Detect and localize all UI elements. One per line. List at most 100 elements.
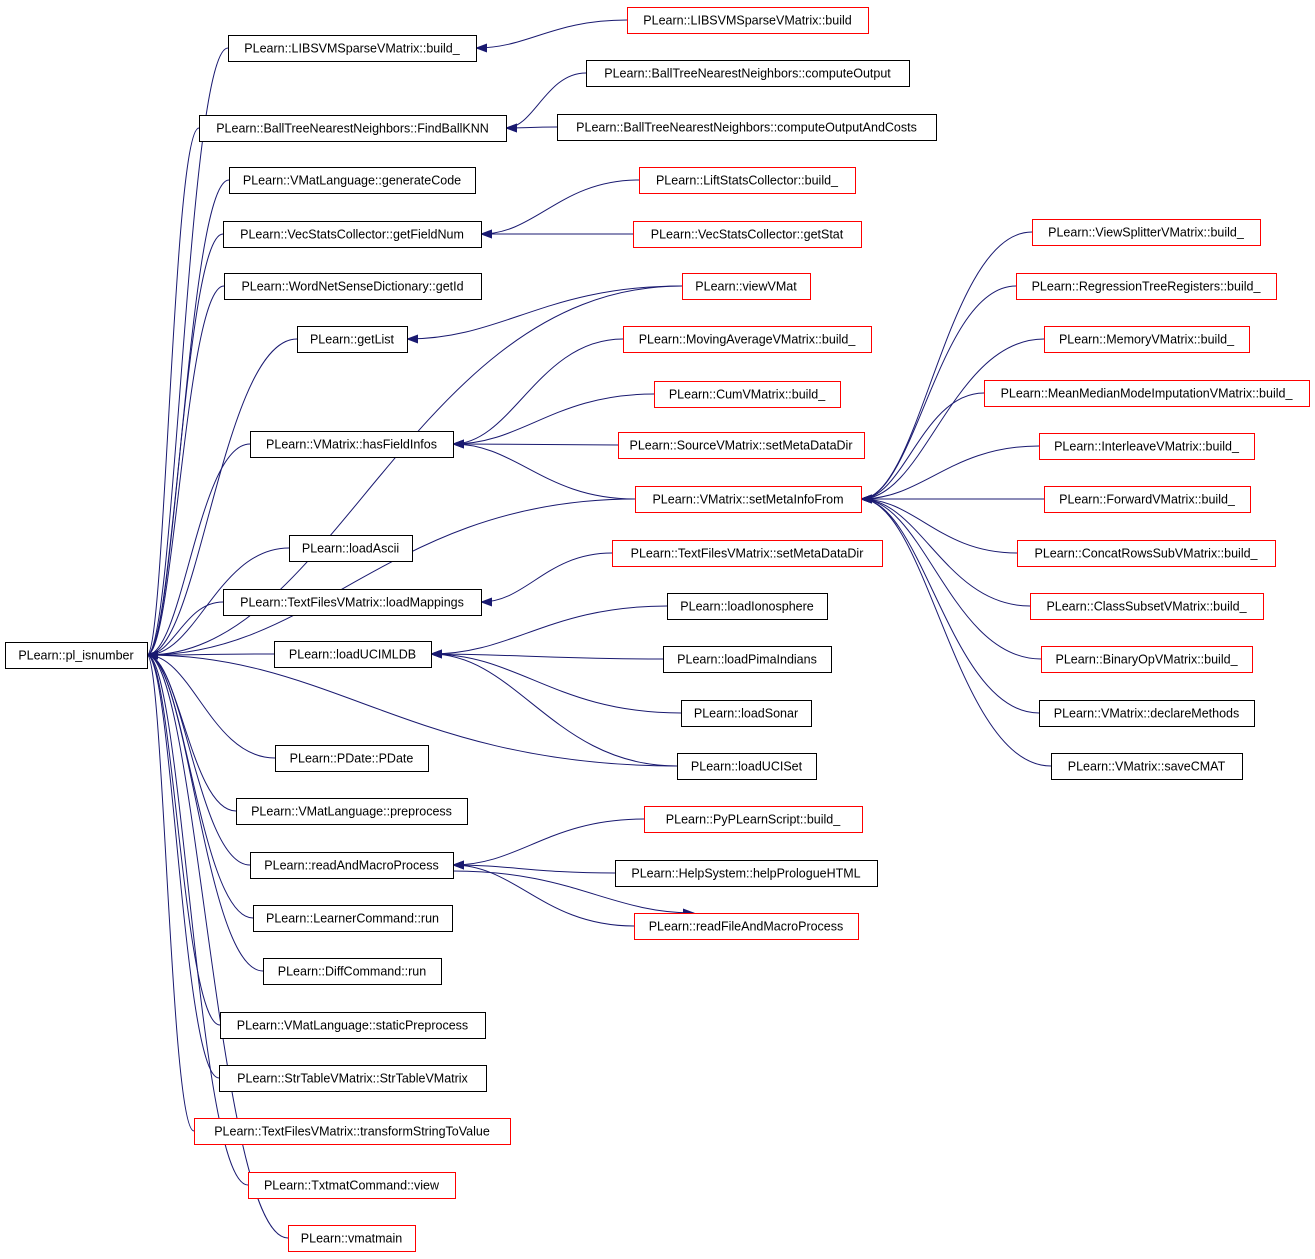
node-label: PLearn::LIBSVMSparseVMatrix::build <box>643 14 851 28</box>
node-helpsystem-helpprologuehtml[interactable]: PLearn::HelpSystem::helpPrologueHTML <box>615 860 878 887</box>
node-label: PLearn::BallTreeNearestNeighbors::FindBa… <box>216 122 489 136</box>
node-movingaveragevmatrix-build[interactable]: PLearn::MovingAverageVMatrix::build_ <box>623 326 872 353</box>
node-box <box>224 273 482 300</box>
node-vmatrix-declaremethods[interactable]: PLearn::VMatrix::declareMethods <box>1039 700 1255 727</box>
node-label: PLearn::BallTreeNearestNeighbors::comput… <box>604 67 891 81</box>
node-readandmacroprocess[interactable]: PLearn::readAndMacroProcess <box>250 852 454 879</box>
node-box <box>1030 593 1264 620</box>
node-box <box>586 60 910 87</box>
node-label: PLearn::BinaryOpVMatrix::build_ <box>1055 653 1238 667</box>
edge-n28-to-n31 <box>452 870 695 918</box>
node-vmatrix-setmetainfofrom[interactable]: PLearn::VMatrix::setMetaInfoFrom <box>635 486 862 513</box>
node-liftstatscollector-build[interactable]: PLearn::LiftStatsCollector::build_ <box>639 167 856 194</box>
node-box <box>248 1172 456 1199</box>
node-box <box>1016 273 1277 300</box>
node-viewvmat[interactable]: PLearn::viewVMat <box>682 273 811 300</box>
node-label: PLearn::loadUCIMLDB <box>289 648 416 662</box>
node-loadsonar[interactable]: PLearn::loadSonar <box>681 700 812 727</box>
node-label: PLearn::DiffCommand::run <box>278 965 426 979</box>
node-loadionosphere[interactable]: PLearn::loadIonosphere <box>667 593 828 620</box>
node-vecstatscollector-getstat[interactable]: PLearn::VecStatsCollector::getStat <box>633 221 862 248</box>
edge-n14-to-n15 <box>452 393 655 449</box>
node-label: PLearn::CumVMatrix::build_ <box>669 388 826 402</box>
edge-n37-to-n0 <box>146 650 249 1186</box>
node-diffcommand-run[interactable]: PLearn::DiffCommand::run <box>263 958 442 985</box>
node-pdate-pdate[interactable]: PLearn::PDate::PDate <box>275 745 429 772</box>
node-getlist[interactable]: PLearn::getList <box>297 326 408 353</box>
node-forwardvmatrix-build[interactable]: PLearn::ForwardVMatrix::build_ <box>1044 486 1251 513</box>
node-interleavevmatrix-build[interactable]: PLearn::InterleaveVMatrix::build_ <box>1039 433 1255 460</box>
node-box <box>228 35 477 62</box>
node-label: PLearn::VecStatsCollector::getFieldNum <box>240 228 464 242</box>
edge-n29-to-n28 <box>452 818 645 870</box>
node-box <box>644 806 863 833</box>
node-label: PLearn::ForwardVMatrix::build_ <box>1059 493 1236 507</box>
node-meanmedianmodeimputationvmatrix-build[interactable]: PLearn::MeanMedianModeImputationVMatrix:… <box>984 380 1310 407</box>
node-pl-isnumber[interactable]: PLearn::pl_isnumber <box>5 642 148 669</box>
node-vecstatscollector-getfieldnum[interactable]: PLearn::VecStatsCollector::getFieldNum <box>223 221 482 248</box>
node-vmatmain[interactable]: PLearn::vmatmain <box>288 1225 416 1252</box>
node-pyplearnscript-build[interactable]: PLearn::PyPLearnScript::build_ <box>644 806 863 833</box>
edge-n36-to-n0 <box>146 650 195 1132</box>
node-vmatrix-hasfieldinfos[interactable]: PLearn::VMatrix::hasFieldInfos <box>250 431 454 458</box>
node-memoryvmatrix-build[interactable]: PLearn::MemoryVMatrix::build_ <box>1044 326 1250 353</box>
node-loaducimldb[interactable]: PLearn::loadUCIMLDB <box>274 641 432 668</box>
node-textfilesvmatrix-setmetadatadir[interactable]: PLearn::TextFilesVMatrix::setMetaDataDir <box>612 540 883 567</box>
node-label: PLearn::VMatLanguage::staticPreprocess <box>237 1019 468 1033</box>
node-label: PLearn::TextFilesVMatrix::setMetaDataDir <box>631 547 864 561</box>
edge-n1-to-n0 <box>146 47 229 660</box>
node-libsvmsparsevmatrix-build[interactable]: PLearn::LIBSVMSparseVMatrix::build <box>627 7 869 34</box>
edge-n39-to-n17 <box>860 231 1033 504</box>
node-balltreenearestneighbors-computeoutput[interactable]: PLearn::BallTreeNearestNeighbors::comput… <box>586 60 910 87</box>
node-cumvmatrix-build[interactable]: PLearn::CumVMatrix::build_ <box>654 381 841 408</box>
edge-n12-to-n0 <box>146 285 683 660</box>
node-vmatrix-savecmat[interactable]: PLearn::VMatrix::saveCMAT <box>1051 753 1243 780</box>
node-box <box>289 535 413 562</box>
node-label: PLearn::TextFilesVMatrix::loadMappings <box>240 596 464 610</box>
node-label: PLearn::TxtmatCommand::view <box>264 1179 440 1193</box>
node-viewsplittervmatrix-build[interactable]: PLearn::ViewSplitterVMatrix::build_ <box>1032 219 1261 246</box>
node-libsvmsparsevmatrix-build[interactable]: PLearn::LIBSVMSparseVMatrix::build_ <box>228 35 477 62</box>
node-box <box>618 432 865 459</box>
node-box <box>667 593 828 620</box>
node-label: PLearn::VMatrix::hasFieldInfos <box>266 438 437 452</box>
node-classsubsetvmatrix-build[interactable]: PLearn::ClassSubsetVMatrix::build_ <box>1030 593 1264 620</box>
node-concatrowssubvmatrix-build[interactable]: PLearn::ConcatRowsSubVMatrix::build_ <box>1017 540 1276 567</box>
node-label: PLearn::InterleaveVMatrix::build_ <box>1054 440 1240 454</box>
node-textfilesvmatrix-loadmappings[interactable]: PLearn::TextFilesVMatrix::loadMappings <box>223 589 482 616</box>
node-label: PLearn::TextFilesVMatrix::transformStrin… <box>214 1125 490 1139</box>
node-loaduciset[interactable]: PLearn::loadUCISet <box>677 753 817 780</box>
node-txtmatcommand-view[interactable]: PLearn::TxtmatCommand::view <box>248 1172 456 1199</box>
node-vmatlanguage-generatecode[interactable]: PLearn::VMatLanguage::generateCode <box>229 167 476 194</box>
edge-n46-to-n17 <box>860 494 1031 607</box>
node-sourcevmatrix-setmetadatadir[interactable]: PLearn::SourceVMatrix::setMetaDataDir <box>618 432 865 459</box>
node-loadascii[interactable]: PLearn::loadAscii <box>289 535 413 562</box>
node-box <box>1039 700 1255 727</box>
node-box <box>677 753 817 780</box>
node-vmatlanguage-staticpreprocess[interactable]: PLearn::VMatLanguage::staticPreprocess <box>220 1012 486 1039</box>
node-loadpimaindians[interactable]: PLearn::loadPimaIndians <box>663 646 832 673</box>
node-wordnetsensedictionary-getid[interactable]: PLearn::WordNetSenseDictionary::getId <box>224 273 482 300</box>
node-vmatlanguage-preprocess[interactable]: PLearn::VMatLanguage::preprocess <box>236 798 468 825</box>
node-label: PLearn::WordNetSenseDictionary::getId <box>241 280 463 294</box>
node-label: PLearn::RegressionTreeRegisters::build_ <box>1032 280 1262 294</box>
node-label: PLearn::getList <box>310 333 395 347</box>
edges-layer <box>146 19 1052 1239</box>
node-label: PLearn::VecStatsCollector::getStat <box>651 228 844 242</box>
node-box <box>229 167 476 194</box>
node-box <box>1039 433 1255 460</box>
node-label: PLearn::VMatLanguage::preprocess <box>251 805 452 819</box>
node-regressiontreeregisters-build[interactable]: PLearn::RegressionTreeRegisters::build_ <box>1016 273 1277 300</box>
node-textfilesvmatrix-transformstringtovalue[interactable]: PLearn::TextFilesVMatrix::transformStrin… <box>194 1118 511 1145</box>
node-strtablevmatrix-strtablevmatrix[interactable]: PLearn::StrTableVMatrix::StrTableVMatrix <box>219 1065 487 1092</box>
edge-n43-to-n17 <box>860 445 1040 504</box>
edge-n48-to-n17 <box>860 494 1040 714</box>
node-label: PLearn::loadSonar <box>694 707 798 721</box>
node-label: PLearn::MemoryVMatrix::build_ <box>1059 333 1235 347</box>
node-learnercommand-run[interactable]: PLearn::LearnerCommand::run <box>253 905 453 932</box>
node-readfileandmacroprocess[interactable]: PLearn::readFileAndMacroProcess <box>634 913 859 940</box>
node-balltreenearestneighbors-findballknn[interactable]: PLearn::BallTreeNearestNeighbors::FindBa… <box>199 115 507 142</box>
node-balltreenearestneighbors-computeoutputandcosts[interactable]: PLearn::BallTreeNearestNeighbors::comput… <box>557 114 937 141</box>
edge-n11-to-n0 <box>146 338 298 660</box>
node-binaryopvmatrix-build[interactable]: PLearn::BinaryOpVMatrix::build_ <box>1041 646 1253 673</box>
